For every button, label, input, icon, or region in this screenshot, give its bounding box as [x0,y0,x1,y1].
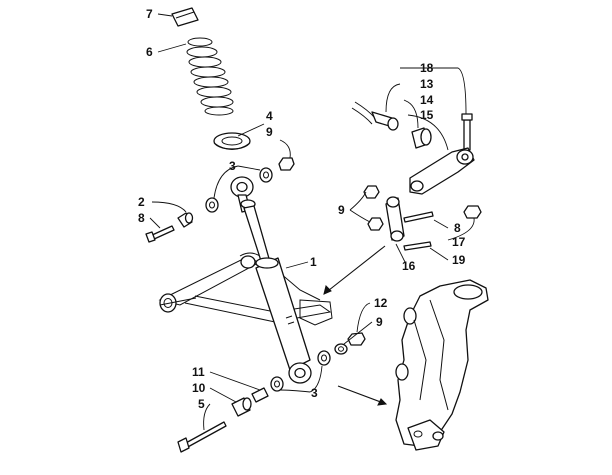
label-9-link: 9 [338,203,345,217]
assembly-arrows [323,245,388,406]
callout-labels: 7 6 4 9 3 2 8 1 18 13 14 15 9 8 17 19 16… [138,7,466,411]
spring-retainer [171,7,199,27]
a-arm [158,252,333,326]
top-bushings [145,157,295,243]
linkage-assembly [351,101,482,219]
leader-lines [149,13,475,431]
label-3-bottom: 3 [311,386,318,400]
label-14: 14 [420,93,434,107]
bottom-bushings [177,332,366,453]
label-8-left: 8 [138,211,145,225]
label-4: 4 [266,109,273,123]
label-8-right: 8 [454,221,461,235]
label-12: 12 [374,296,388,310]
label-9-bottom: 9 [376,315,383,329]
spring-seat [213,132,251,150]
label-5: 5 [198,397,205,411]
label-10: 10 [192,381,206,395]
label-13: 13 [420,77,434,91]
label-18: 18 [420,61,434,75]
label-7: 7 [146,7,153,21]
label-2: 2 [138,195,145,209]
label-17: 17 [452,235,466,249]
label-16: 16 [402,259,416,273]
label-15: 15 [420,108,434,122]
tie-rod-link [363,185,434,251]
label-19: 19 [452,253,466,267]
label-3-top: 3 [229,159,236,173]
label-6: 6 [146,45,153,59]
label-1: 1 [310,255,317,269]
steering-knuckle [395,279,489,451]
coil-spring [186,37,234,116]
label-9-top: 9 [266,125,273,139]
label-11: 11 [192,365,205,379]
shock-absorber [230,176,312,384]
